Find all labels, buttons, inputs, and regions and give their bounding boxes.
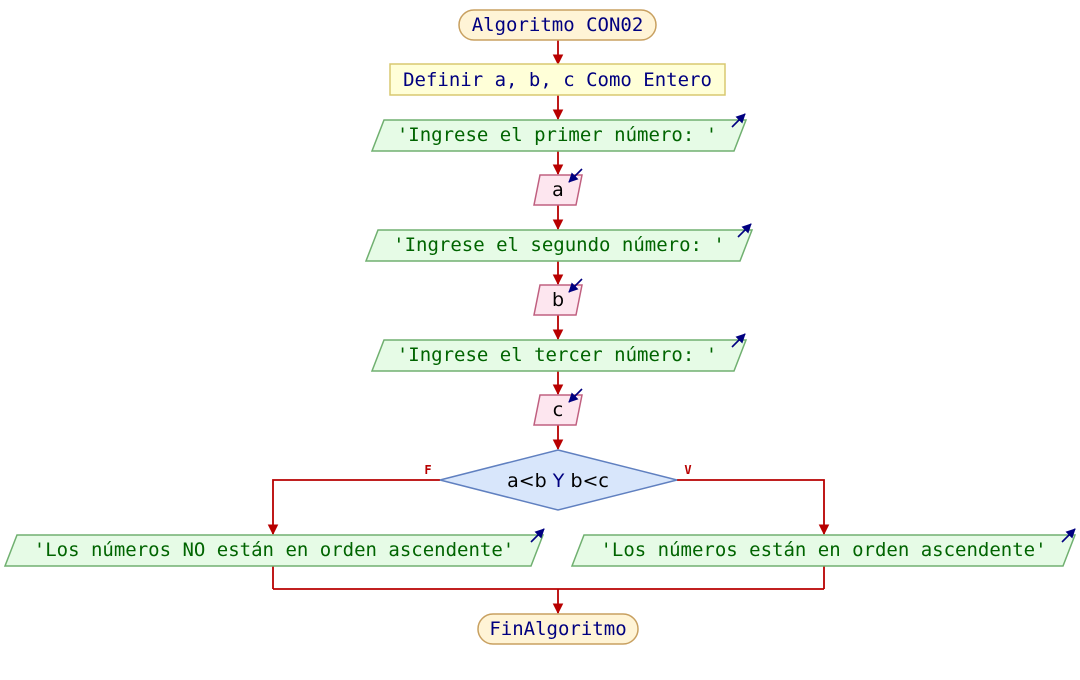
output-arrow-icon [530,528,545,543]
define-label: Definir a, b, c Como Entero [403,69,712,91]
input-arrow-icon [568,388,583,403]
input-arrow-icon [568,168,583,183]
output-1-label: 'Ingrese el primer número: ' [397,124,717,146]
output-arrow-icon [1061,528,1076,543]
input-c-label: c [553,399,563,421]
decision-operator: Y [552,470,565,492]
input-b-label: b [552,289,564,311]
output-false-label: 'Los números NO están en orden ascendent… [34,539,514,561]
end-label: FinAlgoritmo [489,618,626,640]
decision-diamond: a<b Y b<c [439,449,678,511]
output-true-label: 'Los números están en orden ascendente' [600,539,1046,561]
true-branch-label: V [684,463,691,477]
start-terminal: Algoritmo CON02 [458,9,657,41]
true-branch-line [677,479,830,536]
output-step-2: 'Ingrese el segundo número: ' [364,223,754,262]
false-branch-line [267,479,440,536]
input-step-c: c [533,388,583,426]
output-true-branch: 'Los números están en orden ascendente' [570,528,1077,567]
input-a-label: a [552,179,564,201]
end-terminal: FinAlgoritmo [477,613,639,645]
define-box: Definir a, b, c Como Entero [389,63,726,96]
input-step-b: b [533,278,583,316]
output-2-label: 'Ingrese el segundo número: ' [393,234,725,256]
decision-condition: a<b Y b<c [507,470,609,492]
output-arrow-icon [737,223,752,238]
output-3-label: 'Ingrese el tercer número: ' [397,344,717,366]
input-arrow-icon [568,278,583,293]
start-label: Algoritmo CON02 [472,14,644,36]
false-branch-label: F [424,463,431,477]
flow-lines [267,40,830,615]
input-step-a: a [533,168,583,206]
output-step-3: 'Ingrese el tercer número: ' [370,333,748,372]
output-arrow-icon [731,333,746,348]
decision-right: b<c [570,470,608,492]
output-step-1: 'Ingrese el primer número: ' [370,113,748,152]
output-arrow-icon [731,113,746,128]
decision-left: a<b [507,470,547,492]
output-false-branch: 'Los números NO están en orden ascendent… [3,528,545,567]
